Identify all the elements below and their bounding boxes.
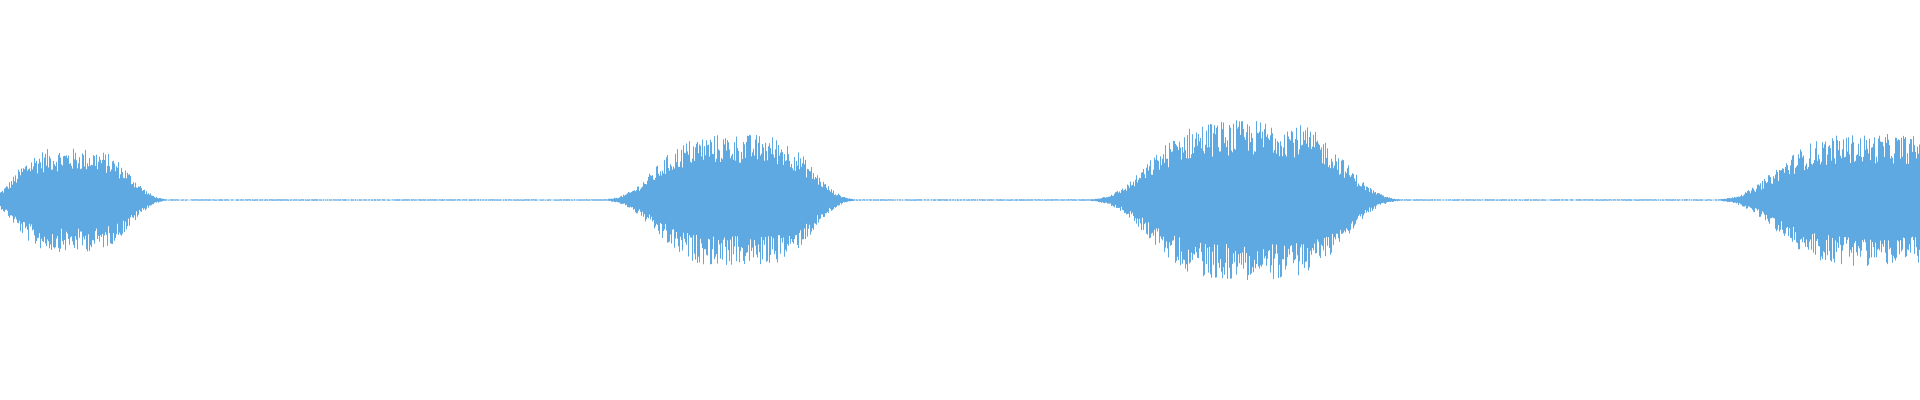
waveform-samples <box>0 120 1920 280</box>
waveform-path <box>0 120 1920 280</box>
